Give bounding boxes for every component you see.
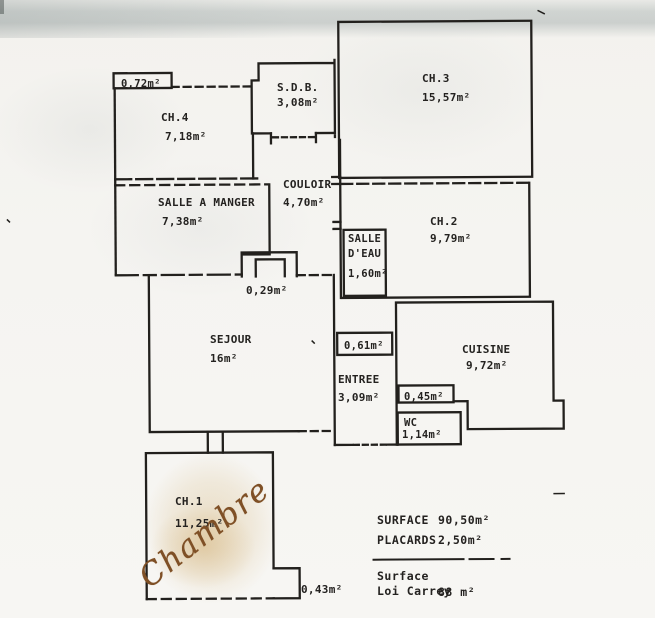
summary-value-text: 2,50m² [438,533,483,547]
scan-edge-mark [0,0,4,14]
room-area: 7,18m² [165,130,207,143]
wall-salle-deau-outline [342,228,388,298]
room-name: S.D.B. [277,81,319,94]
wall-entree-left [332,273,336,447]
closet-045-label: 0,45m² [404,388,444,406]
wall-closet-029-outer [240,251,298,278]
scan-specks [6,9,565,495]
summary-surface-label: SURFACE [377,511,429,529]
summary-divider-line [372,557,511,561]
room-label-wc: WC 1,14m² [402,417,442,441]
wall-ch2-outline [340,181,532,300]
room-area: 11,25m² [175,517,224,530]
wall-closet-043 [272,567,301,600]
room-name-line2: D'EAU [348,248,382,260]
room-area: 9,79m² [430,232,472,245]
room-area: 7,38m² [162,215,204,228]
wall-sejour-ch1-jamb [206,430,225,454]
scan-artifact-band [0,0,655,38]
closet-area: 0,72m² [121,78,161,90]
wall-sdb-door-jambs [269,131,318,145]
carrez-label-line2: Loi Carrey [377,584,452,598]
summary-placards-value: 2,50m² [438,531,483,549]
room-name-line1: SALLE [348,233,382,245]
wall-sam-right [241,183,271,256]
room-name: CH.4 [161,111,189,124]
summary-surface-value: 90,50m² [438,511,490,529]
wall-closet-072 [112,71,173,90]
room-name: CH.2 [430,215,458,228]
wall-ch1-bottom-dashed [145,597,275,601]
carrez-label-line1: Surface [377,569,429,583]
wall-sdb-outline [250,58,337,139]
closet-area: 0,29m² [246,284,288,297]
summary-value-text: 88 m² [438,585,476,599]
room-name: ENTREE [338,373,380,386]
wall-sejour-top-dashed-left [114,273,243,277]
wall-closet-045 [397,384,455,404]
room-name: SALLE A MANGER [158,196,255,209]
wall-cuisine-outline [394,300,565,446]
room-area: 16m² [210,352,238,365]
room-label-cuisine: CUISINE 9,72m² [462,342,510,374]
summary-label-text: SURFACE [377,513,429,527]
wall-ch2-top-dashed [340,181,531,186]
wall-ch1-outline [144,451,275,601]
room-label-ch2: CH.2 9,79m² [430,213,472,247]
wall-wc-outline [396,411,462,446]
wall-sejour-outline [147,274,300,434]
room-area: 3,09m² [338,391,380,404]
room-label-salle-deau: SALLE D'EAU 1,60m² [348,232,388,282]
wall-ch3-outline [337,19,534,180]
room-label-sejour: SEJOUR 16m² [210,330,252,368]
room-name: CUISINE [462,343,511,356]
closet-area: 0,45m² [404,391,444,403]
wall-ch4-sam-divider-1 [114,177,261,181]
wall-left-outer [113,87,117,276]
room-label-sdb: S.D.B. 3,08m² [277,80,319,110]
closet-area: 0,43m² [301,583,343,596]
paper-stain [143,452,279,604]
room-area: 9,72m² [466,359,508,372]
room-area: 1,14m² [402,429,442,441]
summary-carrez-value: 88 m² [438,583,475,601]
summary-value-text: 90,50m² [438,513,490,527]
room-label-ch3: CH.3 15,57m² [422,69,470,107]
closet-072-label: 0,72m² [121,75,161,93]
room-label-entree: ENTREE 3,09m² [338,371,380,407]
wall-closet-061 [335,331,394,357]
room-name: COULOIR [283,178,332,191]
room-label-couloir: COULOIR 4,70m² [283,176,331,212]
room-label-salle-a-manger: SALLE A MANGER 7,38m² [158,193,255,231]
closet-029-label: 0,29m² [246,282,288,300]
summary-placards-label: PLACARDS [377,531,436,549]
closet-061-label: 0,61m² [344,337,384,355]
room-area: 4,70m² [283,196,325,209]
closet-area: 0,61m² [344,340,384,352]
room-label-ch4: CH.4 7,18m² [161,108,207,146]
room-name: CH.3 [422,72,450,85]
wall-couloir-door-jambs [331,175,342,231]
summary-label-text: PLACARDS [377,533,437,547]
closet-043-label: 0,43m² [301,581,343,599]
wall-ch4-sam-divider-2 [114,183,269,187]
summary-carrez-label: Surface Loi Carrey [377,569,451,599]
room-name: WC [404,417,418,429]
room-area: 1,60m² [348,268,388,280]
room-name: SEJOUR [210,333,252,346]
room-area: 3,08m² [277,96,319,109]
room-name: CH.1 [175,495,203,508]
room-area: 15,57m² [422,91,471,104]
room-label-ch1: CH.1 11,25m² [175,491,223,535]
wall-closet-029-inner [254,258,286,278]
